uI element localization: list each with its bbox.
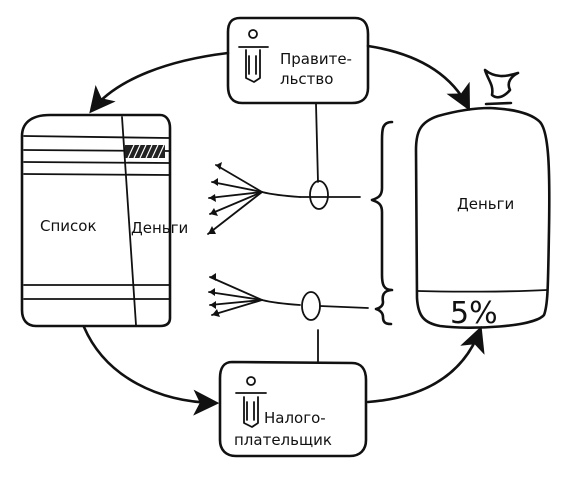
money-bag-percent: 5% [450, 296, 498, 331]
taxpayer-label-line2: плательщик [234, 431, 332, 449]
person-icon [238, 29, 269, 83]
list-table: Список Деньги [20, 113, 188, 328]
upper-arrow-fan [207, 162, 361, 235]
government-label-line2: льство [280, 70, 333, 88]
list-left-label: Список [40, 217, 97, 235]
arrow-government-to-list [89, 51, 230, 114]
list-right-label: Деньги [131, 219, 188, 237]
valve-upper [309, 180, 329, 210]
money-bag-label: Деньги [457, 195, 514, 213]
money-bag: Деньги 5% [414, 68, 551, 331]
taxpayer-box: Налого- плательщик [218, 360, 368, 458]
large-brace [370, 120, 394, 292]
money-bag-icon [483, 68, 520, 99]
connector-lines [301, 103, 329, 363]
taxpayer-label-line1: Налого- [264, 409, 326, 427]
arrow-list-to-taxpayer [82, 325, 220, 416]
small-brace [374, 288, 393, 326]
arrow-taxpayer-to-bag [366, 325, 485, 404]
government-label-line1: Правите- [280, 50, 352, 68]
cycle-arrows [82, 44, 485, 416]
arrow-government-to-bag [366, 44, 470, 111]
valve-lower [301, 291, 321, 321]
lower-arrow-fan [208, 273, 369, 317]
government-box: Правите- льство [226, 16, 370, 105]
person-icon [235, 376, 267, 428]
